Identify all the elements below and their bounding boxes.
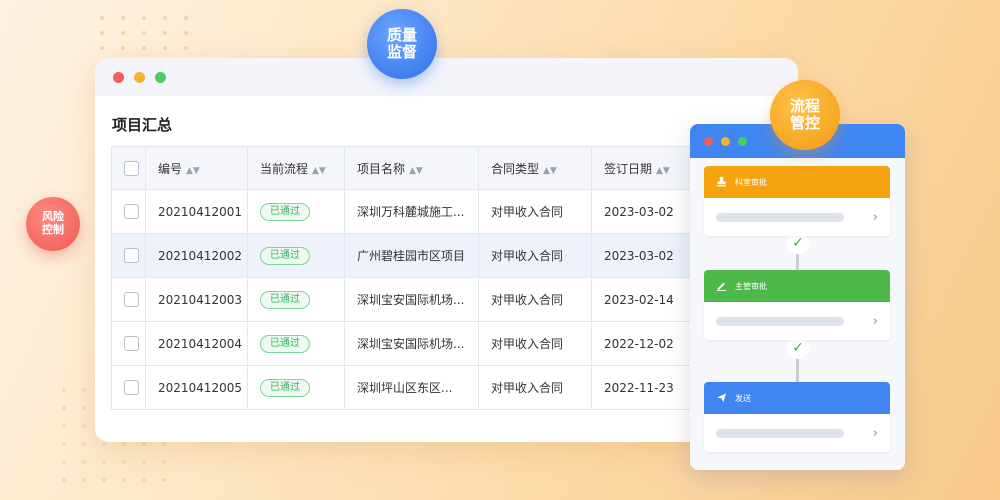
status-badge: 已通过 xyxy=(260,246,310,265)
chevron-right-icon[interactable]: › xyxy=(872,425,878,441)
checkmark-icon: ✓ xyxy=(787,337,809,359)
placeholder-bar xyxy=(716,428,844,438)
status-badge: 已通过 xyxy=(260,290,310,309)
row-checkbox[interactable] xyxy=(124,248,139,263)
sort-icon: ▲▼ xyxy=(656,165,670,176)
stamp-icon xyxy=(716,176,727,189)
table-row[interactable]: 20210412005 已通过 深圳坪山区东区... 对甲收入合同 2022-1… xyxy=(111,365,732,410)
select-all-checkbox[interactable] xyxy=(124,160,139,176)
status-badge: 已通过 xyxy=(260,334,310,353)
quality-supervision-badge: 质量 监督 xyxy=(367,9,437,79)
column-header-id[interactable]: 编号▲▼ xyxy=(145,146,248,190)
process-control-badge: 流程 管控 xyxy=(770,80,840,150)
window-titlebar xyxy=(95,58,798,96)
step-label: 科室审批 xyxy=(735,177,767,187)
row-checkbox[interactable] xyxy=(124,292,139,307)
sort-icon: ▲▼ xyxy=(312,165,326,176)
row-checkbox[interactable] xyxy=(124,336,139,351)
placeholder-bar xyxy=(716,212,844,222)
sort-icon: ▲▼ xyxy=(186,165,200,176)
step-label: 主管审批 xyxy=(735,281,767,291)
table-row[interactable]: 20210412004 已通过 深圳宝安国际机场... 对甲收入合同 2022-… xyxy=(111,321,732,366)
cell-id: 20210412002 xyxy=(145,233,248,278)
cell-name: 深圳万科麓城施工... xyxy=(344,189,479,234)
cell-id: 20210412005 xyxy=(145,365,248,410)
status-badge: 已通过 xyxy=(260,202,310,221)
step-label: 发送 xyxy=(735,393,751,403)
sort-icon: ▲▼ xyxy=(409,165,423,176)
row-checkbox[interactable] xyxy=(124,204,139,219)
close-window-button[interactable] xyxy=(113,71,124,83)
select-all-cell xyxy=(111,146,146,190)
minimize-window-button[interactable] xyxy=(721,136,730,146)
cell-name: 广州碧桂园市区项目 xyxy=(344,233,479,278)
cell-type: 对甲收入合同 xyxy=(478,321,592,366)
cell-type: 对甲收入合同 xyxy=(478,365,592,410)
pen-icon xyxy=(716,280,727,293)
cell-id: 20210412004 xyxy=(145,321,248,366)
table-row[interactable]: 20210412003 已通过 深圳宝安国际机场... 对甲收入合同 2023-… xyxy=(111,277,732,322)
cell-type: 对甲收入合同 xyxy=(478,233,592,278)
column-header-name[interactable]: 项目名称▲▼ xyxy=(344,146,479,190)
chevron-right-icon[interactable]: › xyxy=(872,209,878,225)
placeholder-bar xyxy=(716,316,844,326)
cell-id: 20210412003 xyxy=(145,277,248,322)
row-checkbox[interactable] xyxy=(124,380,139,395)
page-title: 项目汇总 xyxy=(112,116,173,134)
column-header-status[interactable]: 当前流程▲▼ xyxy=(247,146,345,190)
flow-step-manager-approval[interactable]: 主管审批 › xyxy=(704,270,890,340)
approval-flow-window: ✓ ✓ 科室审批 › 主管审批 › 发送 xyxy=(690,124,905,470)
maximize-window-button[interactable] xyxy=(155,71,166,83)
minimize-window-button[interactable] xyxy=(134,71,145,83)
cell-type: 对甲收入合同 xyxy=(478,277,592,322)
checkmark-icon: ✓ xyxy=(787,232,809,254)
column-header-type[interactable]: 合同类型▲▼ xyxy=(478,146,592,190)
chevron-right-icon[interactable]: › xyxy=(872,313,878,329)
table-row[interactable]: 2021041200​1 已通过 深圳万科麓城施工... 对甲收入合同 2023… xyxy=(111,189,732,234)
sort-icon: ▲▼ xyxy=(543,165,557,176)
project-table: 编号▲▼ 当前流程▲▼ 项目名称▲▼ 合同类型▲▼ 签订日期▲▼ 2021041… xyxy=(111,146,732,410)
table-row[interactable]: 20210412002 已通过 广州碧桂园市区项目 对甲收入合同 2023-03… xyxy=(111,233,732,278)
flow-connector xyxy=(796,342,799,382)
paper-plane-icon xyxy=(716,392,727,405)
cell-id: 2021041200​1 xyxy=(145,189,248,234)
cell-name: 深圳坪山区东区... xyxy=(344,365,479,410)
maximize-window-button[interactable] xyxy=(738,136,747,146)
close-window-button[interactable] xyxy=(704,136,713,146)
risk-control-badge: 风险 控制 xyxy=(26,197,80,251)
table-header-row: 编号▲▼ 当前流程▲▼ 项目名称▲▼ 合同类型▲▼ 签订日期▲▼ xyxy=(111,146,732,190)
cell-name: 深圳宝安国际机场... xyxy=(344,277,479,322)
flow-step-dept-approval[interactable]: 科室审批 › xyxy=(704,166,890,236)
status-badge: 已通过 xyxy=(260,378,310,397)
cell-name: 深圳宝安国际机场... xyxy=(344,321,479,366)
flow-step-send[interactable]: 发送 › xyxy=(704,382,890,452)
cell-type: 对甲收入合同 xyxy=(478,189,592,234)
